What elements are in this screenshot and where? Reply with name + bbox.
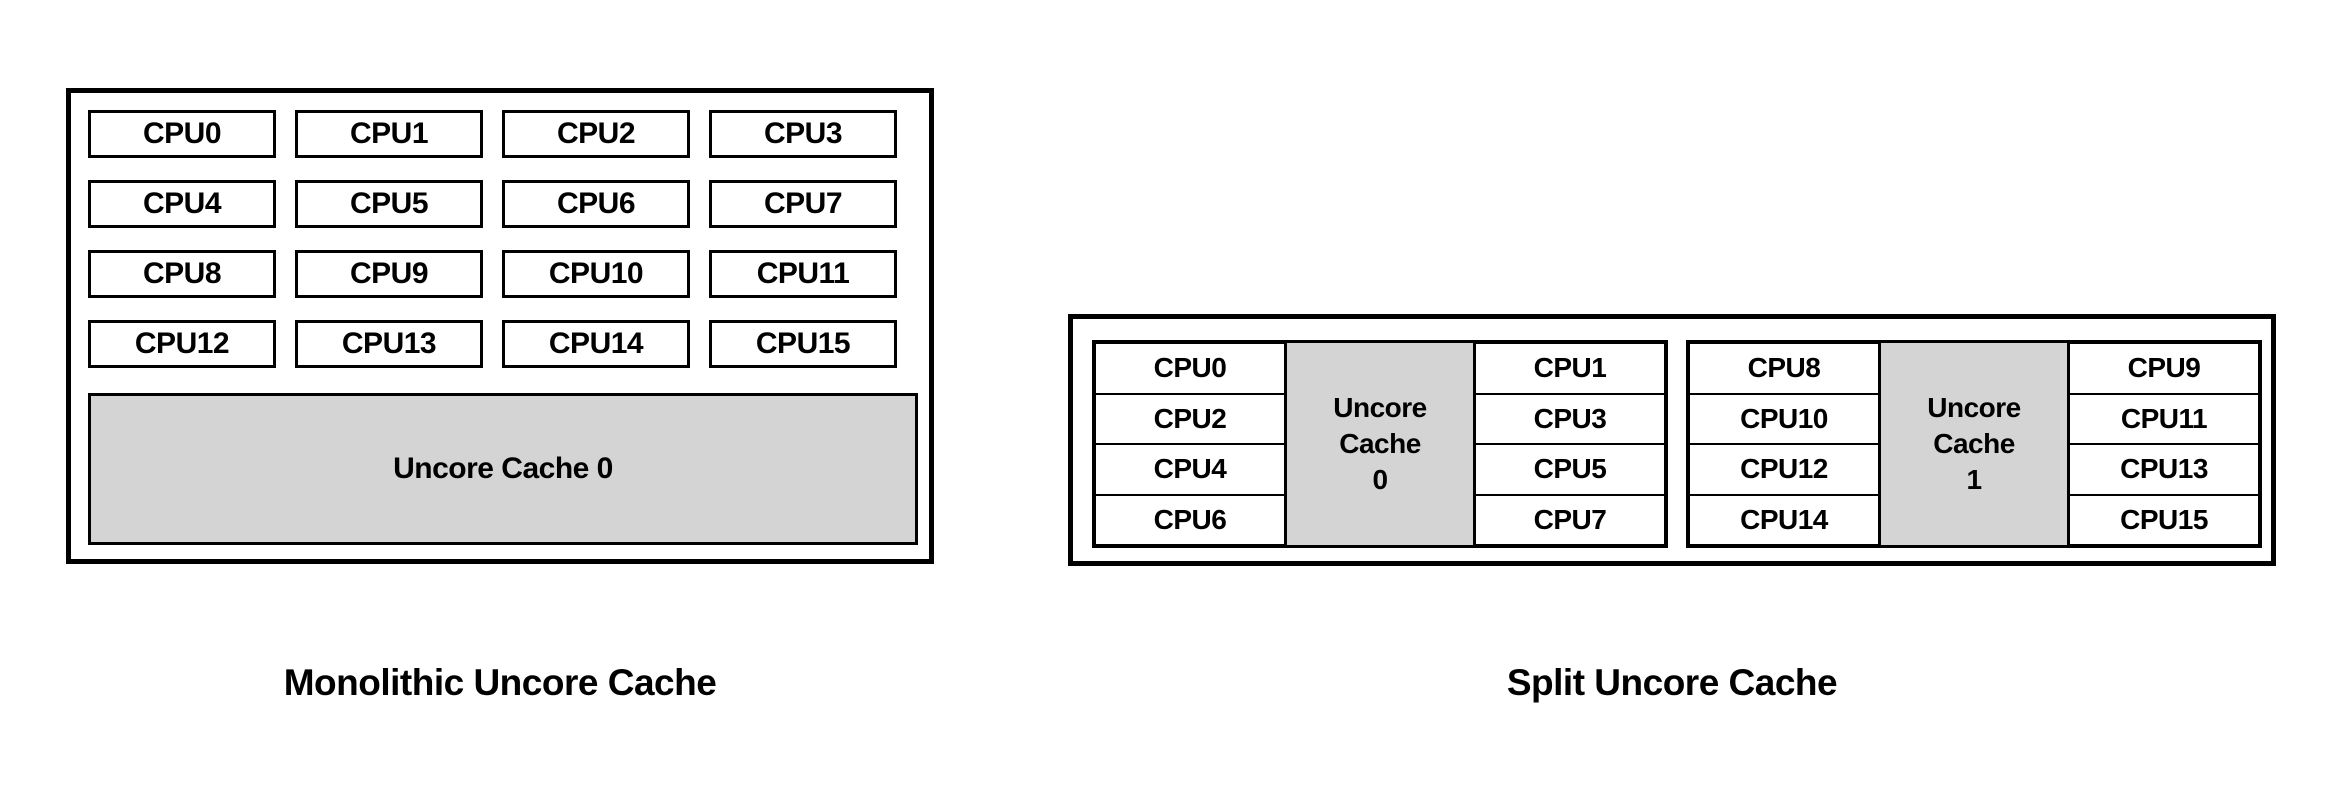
cpu-box: CPU15 (709, 320, 897, 368)
cpu-box: CPU11 (709, 250, 897, 298)
uncore-cache-label-line2: Cache (1933, 428, 2015, 460)
cpu-column-right: CPU1 CPU3 CPU5 CPU7 (1474, 342, 1666, 546)
cpu-box: CPU10 (1688, 392, 1880, 445)
split-figure-caption: Split Uncore Cache (1506, 662, 1838, 703)
monolithic-cpu-grid: CPU0 CPU1 CPU2 CPU3 CPU4 CPU5 CPU6 CPU7 … (88, 110, 918, 389)
cpu-box: CPU4 (88, 180, 276, 228)
cpu-box: CPU0 (88, 110, 276, 158)
cpu-box: CPU9 (295, 250, 483, 298)
cpu-box: CPU14 (502, 320, 690, 368)
cpu-box: CPU8 (1688, 342, 1880, 395)
cpu-box: CPU13 (2068, 443, 2260, 496)
cpu-box: CPU3 (709, 110, 897, 158)
uncore-cache-label-line1: Uncore (1927, 392, 2021, 424)
uncore-cache-label-line1: Uncore (1333, 392, 1427, 424)
cpu-box: CPU6 (1094, 493, 1286, 546)
cpu-box: CPU6 (502, 180, 690, 228)
uncore-cache-label-line3: 0 (1372, 463, 1388, 495)
cpu-box: CPU9 (2068, 342, 2260, 395)
uncore-cache-label-line2: Cache (1339, 428, 1421, 460)
monolithic-figure-caption: Monolithic Uncore Cache (283, 662, 717, 703)
cpu-box: CPU14 (1688, 493, 1880, 546)
cpu-box: CPU15 (2068, 493, 2260, 546)
cpu-box: CPU13 (295, 320, 483, 368)
split-cache-group: CPU0 CPU2 CPU4 CPU6 Uncore Cache 0 CPU1 … (1092, 340, 1668, 548)
cpu-box: CPU5 (1474, 443, 1666, 496)
cpu-box: CPU7 (1474, 493, 1666, 546)
cpu-box: CPU4 (1094, 443, 1286, 496)
split-package-outline: CPU0 CPU2 CPU4 CPU6 Uncore Cache 0 CPU1 … (1068, 314, 2276, 566)
cpu-column-left: CPU0 CPU2 CPU4 CPU6 (1094, 342, 1286, 546)
uncore-cache-block: Uncore Cache 0 (1284, 343, 1476, 545)
cpu-box: CPU12 (1688, 443, 1880, 496)
cpu-box: CPU2 (502, 110, 690, 158)
cpu-box: CPU5 (295, 180, 483, 228)
uncore-cache-block: Uncore Cache 0 (88, 393, 918, 545)
cpu-box: CPU1 (1474, 342, 1666, 395)
cpu-box: CPU7 (709, 180, 897, 228)
cpu-box: CPU0 (1094, 342, 1286, 395)
uncore-cache-label-line3: 1 (1966, 463, 1982, 495)
split-cache-group: CPU8 CPU10 CPU12 CPU14 Uncore Cache 1 CP… (1686, 340, 2262, 548)
uncore-cache-block: Uncore Cache 1 (1878, 343, 2070, 545)
cpu-box: CPU10 (502, 250, 690, 298)
cpu-box: CPU1 (295, 110, 483, 158)
cpu-column-left: CPU8 CPU10 CPU12 CPU14 (1688, 342, 1880, 546)
cpu-box: CPU3 (1474, 392, 1666, 445)
monolithic-package-outline: CPU0 CPU1 CPU2 CPU3 CPU4 CPU5 CPU6 CPU7 … (66, 88, 934, 564)
cpu-box: CPU12 (88, 320, 276, 368)
cpu-box: CPU11 (2068, 392, 2260, 445)
cpu-box: CPU8 (88, 250, 276, 298)
cpu-column-right: CPU9 CPU11 CPU13 CPU15 (2068, 342, 2260, 546)
cpu-box: CPU2 (1094, 392, 1286, 445)
